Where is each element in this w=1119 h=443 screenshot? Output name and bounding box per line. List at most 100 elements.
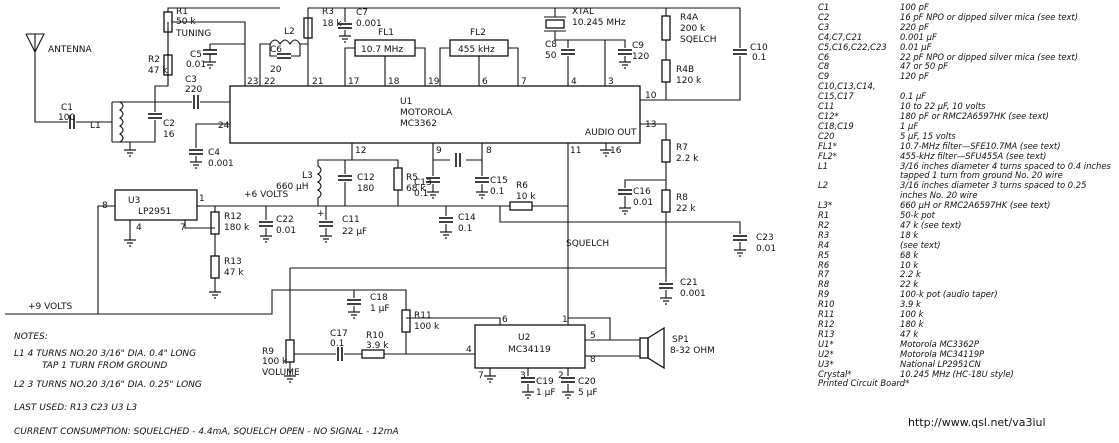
part-value: 2.2 k bbox=[900, 270, 921, 280]
speaker-body bbox=[639, 337, 649, 359]
notes-l1-line1: L1 4 TURNS NO.20 3/16" DIA. 0.4" LONG bbox=[14, 349, 196, 359]
c18-label: C18 bbox=[370, 293, 388, 303]
parts-list-row: L2 3/16 inches diameter 3 turns spaced to… bbox=[818, 180, 1116, 191]
u2-pin-4: 4 bbox=[466, 345, 472, 355]
parts-list-row: Crystal*10.245 MHz (HC-18U style) bbox=[818, 368, 1116, 380]
part-ref: C12* bbox=[818, 110, 839, 121]
part-ref: FL2* bbox=[818, 150, 837, 161]
fl2-freq: 455 kHz bbox=[458, 45, 495, 55]
u1-ic bbox=[229, 85, 641, 144]
r4a-value: 200 k bbox=[680, 24, 706, 34]
antenna-symbol bbox=[25, 33, 45, 86]
part-ref: R12 bbox=[818, 319, 835, 329]
u1-ref: U1 bbox=[400, 97, 412, 107]
part-value: 180 k bbox=[900, 320, 924, 329]
part-ref: R1 bbox=[818, 210, 830, 221]
c19-value: 1 µF bbox=[536, 388, 556, 398]
c14-value: 0.1 bbox=[458, 224, 472, 234]
sp1-label: SP1 bbox=[672, 335, 689, 345]
parts-list-row: inches No. 20 wire bbox=[818, 191, 1116, 201]
part-value: 3.9 k bbox=[900, 300, 921, 310]
l1-coil bbox=[111, 101, 124, 143]
r13-label: R13 bbox=[224, 257, 242, 267]
part-ref: C15,C17 bbox=[818, 91, 854, 102]
notes-block: NOTES: L1 4 TURNS NO.20 3/16" DIA. 0.4" … bbox=[14, 332, 399, 437]
part-ref: R6 bbox=[818, 259, 830, 270]
c16-value: 0.01 bbox=[633, 198, 653, 208]
u3-ref: U3 bbox=[128, 196, 140, 206]
u1-name: MOTOROLA bbox=[400, 108, 453, 118]
r7-resistor bbox=[661, 139, 671, 163]
pin-9: 9 bbox=[436, 146, 442, 156]
c2-value: 16 bbox=[163, 130, 175, 140]
part-value: 0.1 µF bbox=[900, 92, 927, 102]
part-ref: Crystal* bbox=[818, 368, 852, 379]
part-value: Motorola MC34119P bbox=[900, 349, 985, 359]
part-ref: C3 bbox=[818, 21, 830, 32]
u1-part: MC3362 bbox=[400, 119, 437, 129]
part-ref: U2* bbox=[818, 348, 834, 359]
c4-label: C4 bbox=[208, 148, 220, 158]
c11-value: 22 µF bbox=[342, 227, 367, 237]
part-ref: R10 bbox=[818, 299, 835, 310]
c4-value: 0.001 bbox=[208, 159, 234, 169]
notes-l1-line2: TAP 1 TURN FROM GROUND bbox=[42, 361, 167, 371]
u2-pin-2: 2 bbox=[558, 371, 564, 381]
c16-label: C16 bbox=[633, 187, 651, 197]
part-ref: C6 bbox=[818, 51, 830, 62]
pin-16: 16 bbox=[610, 146, 622, 156]
part-ref: C20 bbox=[818, 130, 835, 141]
pin-3: 3 bbox=[608, 77, 614, 87]
r10-label: R10 bbox=[366, 331, 384, 341]
part-value: 100 pF bbox=[900, 3, 929, 12]
parts-list-row: R4(see text) bbox=[818, 240, 1116, 251]
r4b-resistor bbox=[661, 59, 671, 83]
u2-pin-7: 7 bbox=[478, 371, 484, 381]
r2-value: 47 k bbox=[148, 66, 168, 76]
c17-value: 0.1 bbox=[330, 339, 344, 349]
u2-part: MC34119 bbox=[508, 345, 551, 355]
u3-part: LP2951 bbox=[138, 207, 171, 217]
r3-label: R3 bbox=[322, 7, 334, 17]
part-ref: R7 bbox=[818, 269, 830, 280]
fl1-label: FL1 bbox=[378, 28, 394, 38]
r6-label: R6 bbox=[516, 181, 528, 191]
part-value: 3/16 inches diameter 3 turns spaced to 0… bbox=[900, 181, 1087, 191]
r13-value: 47 k bbox=[224, 268, 244, 278]
part-value: 220 pF bbox=[900, 22, 929, 32]
r13-resistor bbox=[210, 255, 220, 279]
part-ref: C8 bbox=[818, 61, 830, 72]
r8-label: R8 bbox=[676, 193, 688, 203]
u2-ref: U2 bbox=[518, 333, 530, 343]
pin-22: 22 bbox=[264, 77, 275, 87]
c13-label: C13 bbox=[414, 178, 432, 188]
l2-coil bbox=[269, 39, 301, 46]
c6-label: C6 bbox=[270, 45, 282, 55]
part-ref: R11 bbox=[818, 309, 835, 320]
r12-value: 180 k bbox=[224, 223, 250, 233]
notes-l2-line: L2 3 TURNS NO.20 3/16" DIA. 0.25" LONG bbox=[14, 380, 202, 390]
part-ref: L2 bbox=[818, 180, 828, 191]
r5-resistor bbox=[393, 167, 403, 191]
part-value: 120 pF bbox=[900, 72, 929, 82]
part-value bbox=[900, 82, 1116, 92]
pin-6: 6 bbox=[482, 77, 488, 87]
pin-11: 11 bbox=[570, 146, 581, 156]
l2-label: L2 bbox=[284, 27, 295, 37]
part-ref: C11 bbox=[818, 101, 835, 112]
part-value: 47 k bbox=[900, 329, 919, 339]
l1-label: L1 bbox=[90, 121, 101, 131]
u2-pin-5: 5 bbox=[590, 331, 596, 341]
parts-list-row: R7 2.2 k bbox=[818, 270, 1116, 280]
part-ref: U1* bbox=[818, 338, 834, 349]
c6-value: 20 bbox=[270, 65, 282, 75]
